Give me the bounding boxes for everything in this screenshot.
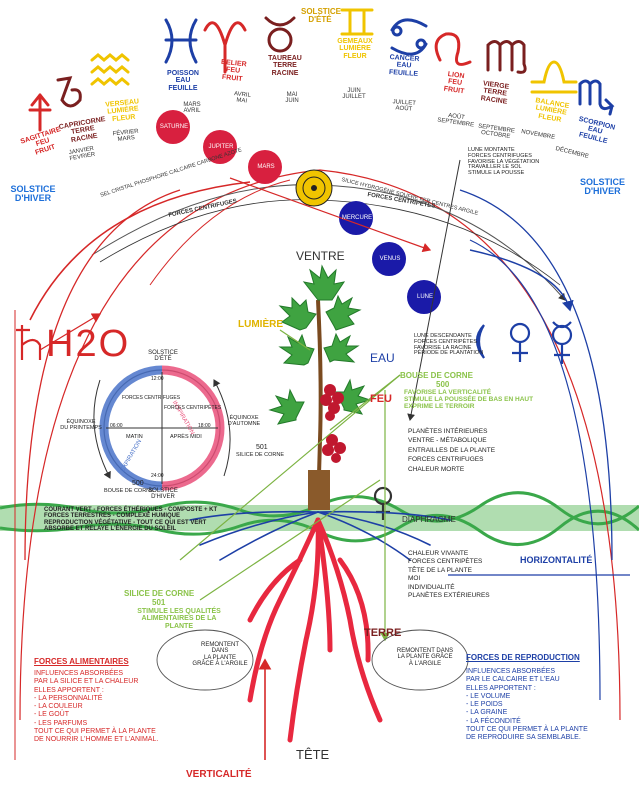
remontent-left-text: REMONTENT DANS LA PLANTE GRÂCE À L'ARGIL… [192,642,248,667]
remontent-right-text: REMONTENT DANS LA PLANTE GRÂCE À L'ARGIL… [396,648,454,667]
venus-symbol [509,322,531,362]
chaleur-vivante-text: CHALEUR VIVANTE FORCES CENTRIPÈTES TÊTE … [408,550,490,600]
seasonal-cycle [93,365,231,491]
cycle-equinoxe-automne: ÉQUINOXE D'AUTOMNE [227,415,261,427]
lune-montante-text: LUNE MONTANTE FORCES CENTRIFUGES FAVORIS… [468,147,540,177]
moon-crescent-symbol [475,324,485,359]
cycle-time-24: 24:00 [151,473,164,479]
lune-descendante-text: LUNE DESCENDANTE FORCES CENTRIPÈTES FAVO… [414,333,484,357]
planet-label-mercure: MERCURE [341,215,373,221]
cycle-bouse-corne: BOUSE DE CORNE [104,488,154,494]
gemini-glyph [340,8,374,36]
forces-reproduction-title: FORCES DE REPRODUCTION [466,653,580,662]
saturn-symbol [16,325,42,360]
cycle-forces-centripetes: FORCES CENTRIPÈTES [164,405,222,411]
zodiac-glyphs [28,8,615,132]
planet-label-mars: MARS [257,164,275,170]
eau-label: EAU [370,351,395,365]
aries-glyph [203,21,247,74]
zodiac-label-6: GEMEAUX LUMIÈRE FLEUR [337,38,373,60]
zodiac-label-7: CANCER EAU FEUILLE [388,53,420,78]
bouse-title: BOUSE DE CORNE [400,371,473,380]
root-loops [156,629,469,691]
cycle-silice-corne: SILICE DE CORNE [236,452,284,458]
planet-label-jupiter: JUPITER [208,144,234,150]
planet-circles [156,110,441,314]
cycle-time-06: 06:00 [110,423,123,429]
cycle-equinoxe-printemps: ÉQUINOXE DU PRINTEMPS [60,419,102,431]
zodiac-label-3: POISSON EAU FEUILLE [167,70,199,92]
horizontalite-label: HORIZONTALITÉ [520,555,593,565]
mars-circle [248,150,282,184]
leo-glyph [434,32,472,66]
roots [189,510,451,743]
cycle-time-18: 18:00 [198,423,211,429]
cycle-501: 501 [256,444,268,451]
lumiere-label: LUMIÈRE [238,319,283,330]
diaphragme-label: DIAPHRAGME [402,515,456,524]
bouse-number: 500 [436,380,450,389]
cycle-time-12: 12:00 [151,376,164,382]
mercury-symbol [551,321,573,364]
h2o-label: H2O [46,323,131,365]
planet-symbols [16,321,573,520]
cycle-apres-midi: APRÈS MIDI [170,434,202,440]
forces-alimentaires-title: FORCES ALIMENTAIRES [34,657,129,666]
cycle-matin: MATIN [126,434,143,440]
planetes-interieures-text: PLANÈTES INTÉRIEURES VENTRE - MÉTABOLIQU… [408,428,496,473]
capricorn-glyph [56,76,82,108]
libra-glyph [530,60,578,94]
cycle-solstice-hiver: SOLSTICE D'HIVER [148,488,178,501]
zodiac-label-5: TAUREAU TERRE RACINE [268,55,302,77]
bouse-text: FAVORISE LA VERTICALITÉ STIMULE LA POUSS… [404,389,534,410]
solstice-hiver-right-label: SOLSTICE D'HIVER [579,177,625,197]
courant-vert-text: COURANT VERT - FORCES ÉTHÉRIQUES - COMPO… [44,507,218,532]
planet-label-saturne: SATURNE [159,124,189,130]
terre-label: TERRE [364,627,402,639]
jupiter-circle [203,130,237,164]
ventre-label: VENTRE [296,249,345,263]
feu-label: FEU [370,393,392,405]
tete-label: TÊTE [296,747,330,762]
scorpio-glyph [578,79,615,116]
verticalite-label: VERTICALITÉ [186,769,252,780]
cycle-forces-centrifuges: FORCES CENTRIFUGES [122,395,181,401]
virgo-glyph [486,40,527,74]
solstice-ete-label: SOLSTICE D'ÉTÉ [301,7,342,25]
forces-reproduction-text: INFLUENCES ABSORBÉES PAR LE CALCAIRE ET … [466,668,588,741]
cancer-glyph [390,18,428,56]
zodiac-label-4: BELIER FEU FRUIT [220,58,247,83]
cycle-500: 500 [132,480,144,487]
solstice-hiver-left-label: SOLSTICE D'HIVER [10,184,56,204]
taurus-glyph [264,16,296,53]
lime-lines [179,329,401,642]
zodiac-dates-5: MAI JUIN [285,92,299,105]
planet-label-venus: VENUS [379,256,401,262]
planet-label-lune: LUNE [416,294,433,300]
saturn-circle [156,110,190,144]
silice-text: STIMULE LES QUALITÉS ALIMENTAIRES DE LA … [137,608,221,630]
cycle-solstice-ete: SOLSTICE D'ÉTÉ [148,350,178,363]
h2o-arrows [39,313,102,351]
silice-number: 501 [152,598,166,607]
forces-alimentaires-text: INFLUENCES ABSORBÉES PAR LA SILICE ET LA… [34,670,159,743]
zodiac-dates-6: JUIN JUILLET [342,88,366,101]
sagittarius-glyph [28,93,52,132]
silice-title: SILICE DE CORNE [124,589,195,598]
zodiac-dates-3: MARS AVRIL [183,102,201,115]
right-arrows [149,159,574,421]
vine-plant [268,264,372,511]
aquarius-glyph [90,53,130,86]
venus-circle [372,242,406,276]
pisces-glyph [164,18,198,64]
